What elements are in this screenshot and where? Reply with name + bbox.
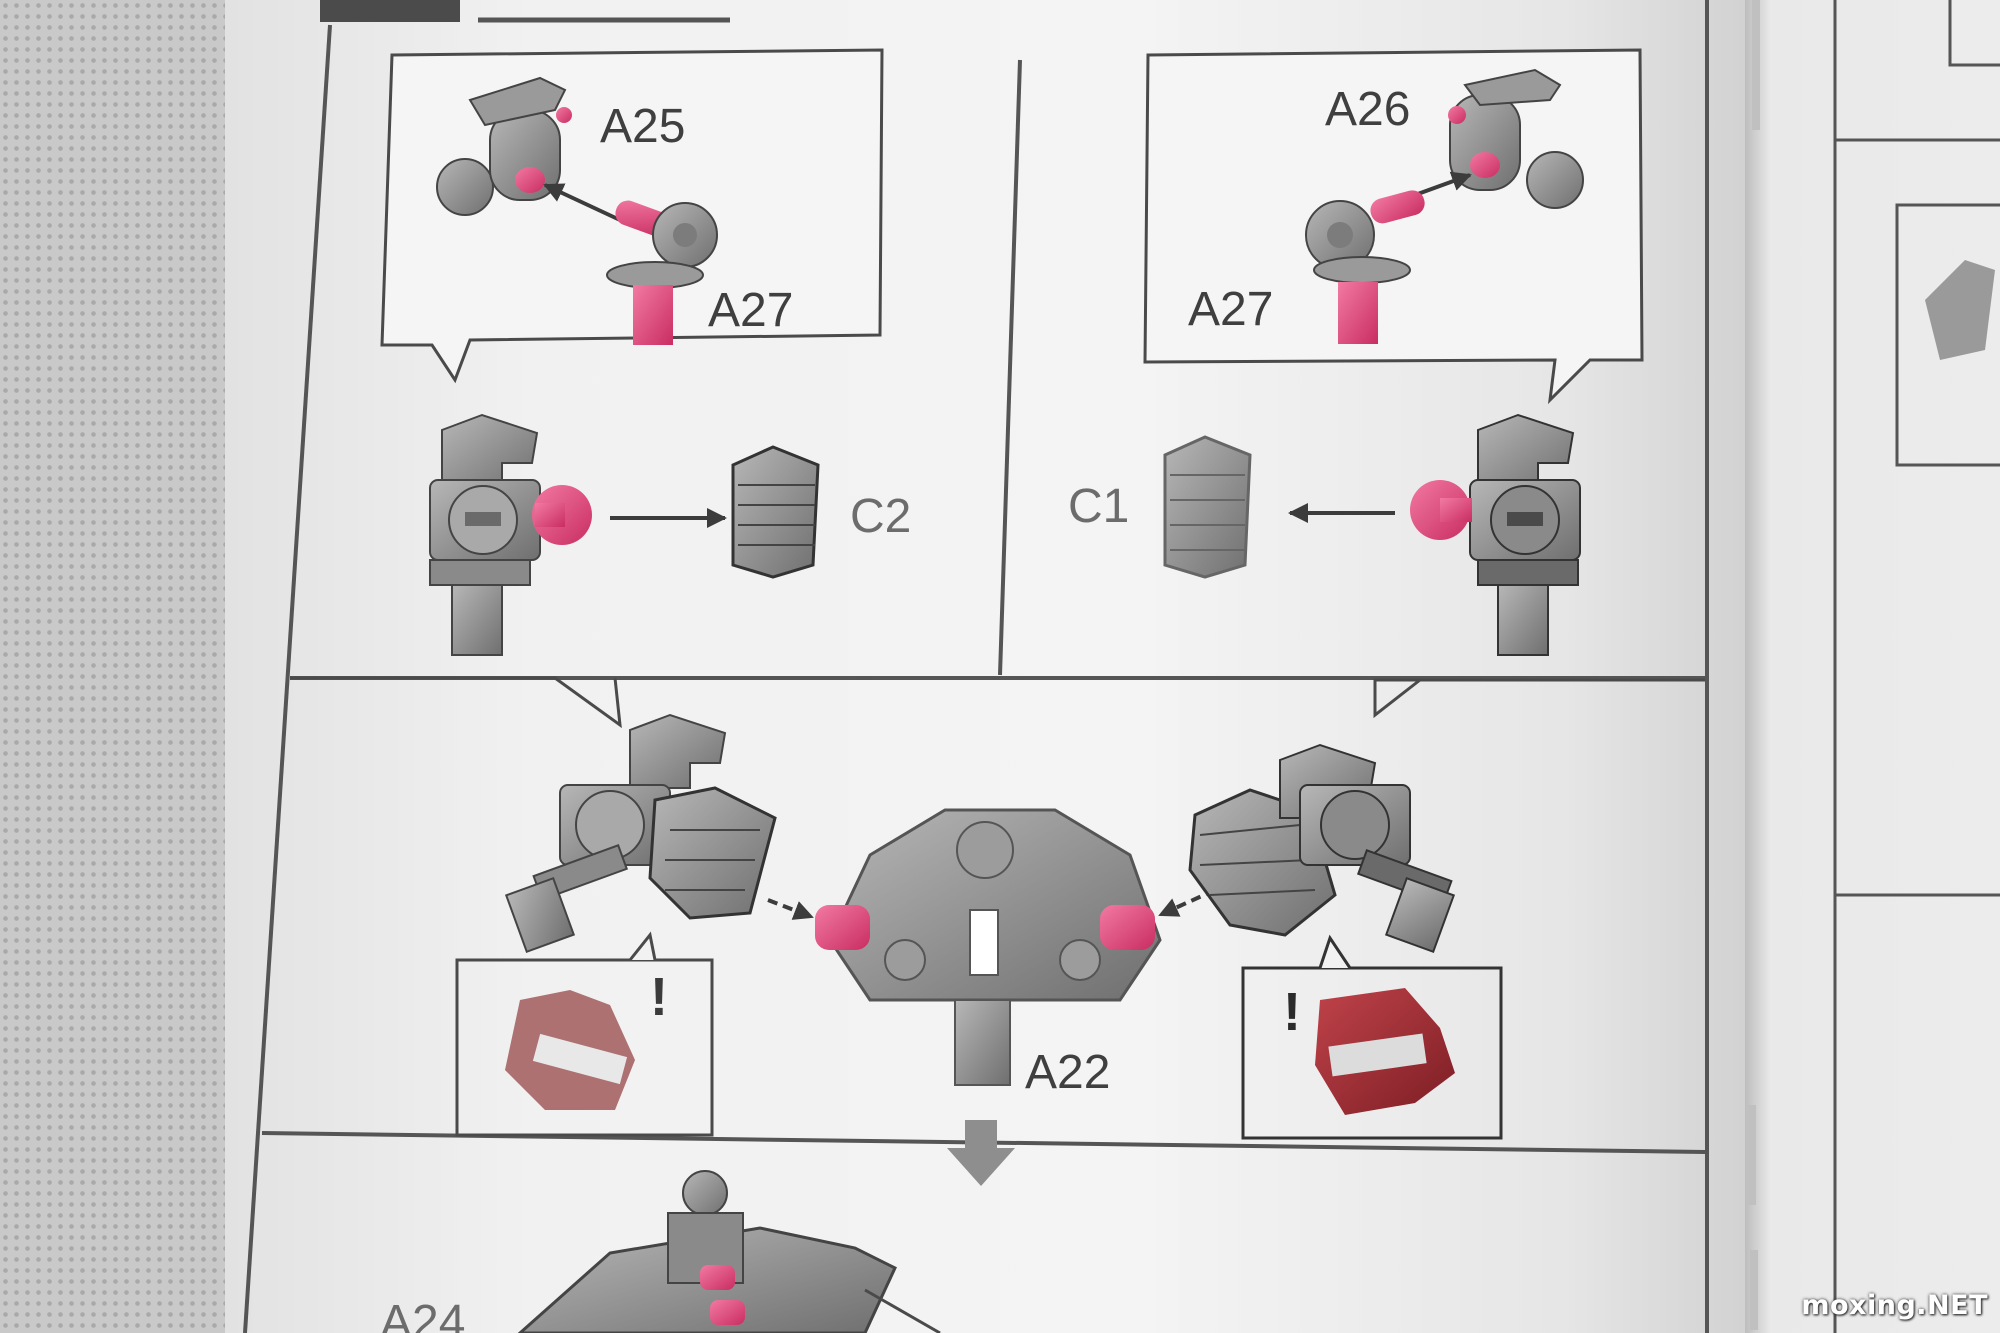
part-a26	[1448, 68, 1584, 209]
joint-assembly-left	[429, 413, 592, 656]
next-page-edge	[1745, 0, 2000, 1333]
background-fabric	[0, 0, 260, 1333]
caution-pointer-right	[1318, 934, 1352, 969]
part-a22	[815, 808, 1162, 1086]
label-a25: A25	[600, 100, 685, 153]
combined-joint-left	[504, 713, 777, 954]
caution-box-left	[455, 958, 714, 1137]
caution-mark-right: !	[1283, 982, 1301, 1042]
label-a24-partial: A24	[380, 1296, 465, 1333]
label-c1: C1	[1068, 480, 1129, 533]
callout-pointer-right	[1373, 678, 1705, 719]
part-detail-right	[1315, 988, 1455, 1115]
watermark: moxing.NET	[1801, 1290, 1988, 1321]
combined-joint-right	[1188, 743, 1456, 954]
arrow-a27-to-a26	[1414, 171, 1472, 197]
label-a27-right: A27	[1188, 283, 1273, 336]
partial-assembly-bottom	[517, 1170, 941, 1333]
next-page-part	[1925, 260, 1995, 360]
down-arrow	[947, 1120, 1015, 1186]
part-a25	[436, 76, 572, 216]
part-detail-left	[505, 990, 635, 1110]
next-page-frames	[1833, 0, 2000, 1333]
part-c1	[1163, 435, 1252, 579]
part-a27-left	[606, 200, 718, 345]
arrow-right-to-a22	[1158, 888, 1216, 917]
part-c2	[731, 445, 820, 579]
header-tab	[320, 0, 460, 22]
part-a27-right	[1305, 190, 1425, 344]
label-a22: A22	[1025, 1046, 1110, 1099]
label-c2: C2	[850, 490, 911, 543]
label-a27-left: A27	[708, 284, 793, 337]
arrow-a27-to-a25	[543, 183, 621, 222]
caution-box-right	[1241, 966, 1503, 1140]
callout-pointer-left	[290, 676, 622, 729]
arrow-left-to-a22	[767, 898, 814, 920]
binding-staples	[1748, 0, 1760, 1330]
caution-mark-left: !	[650, 967, 668, 1027]
label-a26: A26	[1325, 83, 1410, 136]
caution-pointer-left	[628, 931, 657, 961]
joint-assembly-right	[1410, 413, 1581, 656]
